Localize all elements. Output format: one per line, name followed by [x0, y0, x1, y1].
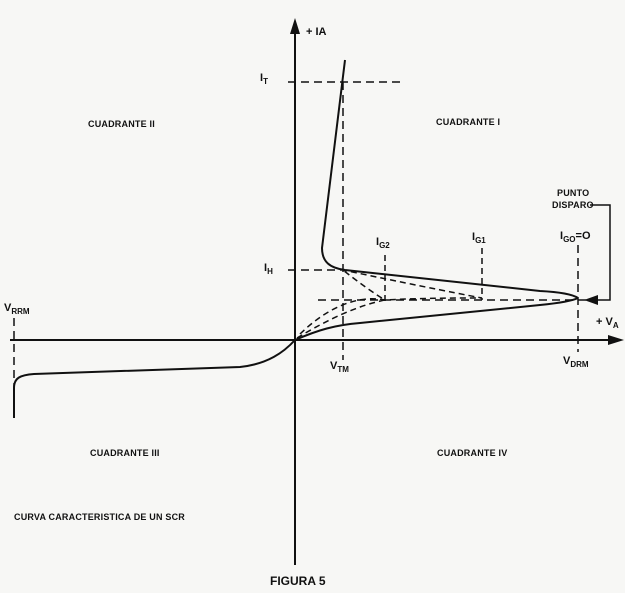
curve-ig1-dashed: [299, 269, 483, 335]
reverse-blocking-curve: [13, 339, 296, 418]
punto-disparo-arrowhead: [584, 295, 598, 305]
curve-ig2-dashed: [296, 269, 388, 339]
forward-blocking-curve-ig0: [294, 297, 579, 341]
ih-label: IH: [264, 262, 273, 276]
ig1-label: IG1: [472, 231, 486, 245]
y-axis-label: + IA: [306, 26, 327, 38]
it-label: IT: [260, 72, 268, 86]
quadrant-2-label: CUADRANTE II: [88, 119, 155, 129]
vrrm-label: VRRM: [4, 302, 30, 316]
negative-resistance-curve: [320, 59, 579, 299]
igo-label: IGO=O: [560, 230, 591, 244]
x-axis-label: + VA: [596, 316, 619, 330]
x-axis-arrowhead: [608, 335, 624, 345]
vdrm-label: VDRM: [563, 355, 589, 369]
punto-disparo-line1: PUNTO: [557, 188, 590, 198]
quadrant-4-label: CUADRANTE IV: [437, 448, 508, 458]
figure-label: FIGURA 5: [270, 574, 326, 588]
vtm-label: VTM: [330, 360, 349, 374]
quadrant-3-label: CUADRANTE III: [90, 448, 160, 458]
diagram-caption: CURVA CARACTERISTICA DE UN SCR: [14, 512, 186, 522]
punto-disparo-line2: DISPARO: [552, 200, 594, 210]
y-axis-arrowhead: [290, 18, 300, 34]
punto-disparo-leader: [590, 204, 611, 301]
ig2-label: IG2: [376, 236, 390, 250]
quadrant-1-label: CUADRANTE I: [436, 117, 501, 127]
